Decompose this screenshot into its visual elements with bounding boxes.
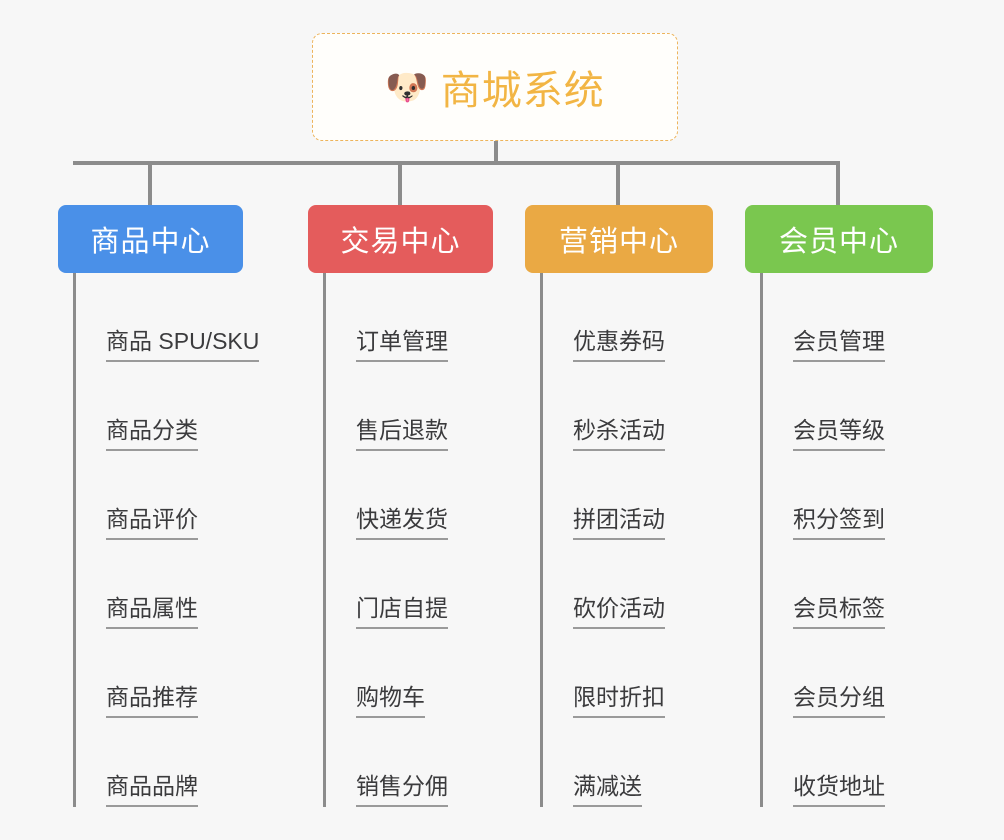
leaf-label: 优惠券码 — [573, 328, 665, 362]
leaf-label: 砍价活动 — [573, 595, 665, 629]
connector-drop-0 — [148, 161, 152, 205]
connector-drop-3 — [836, 161, 840, 205]
leaf-item[interactable]: 商品 SPU/SKU — [73, 273, 260, 362]
leaf-item[interactable]: 商品分类 — [73, 362, 243, 451]
branch-column-3: 会员中心 会员管理 会员等级 积分签到 会员标签 会员分组 收货地址 — [745, 205, 933, 807]
leaf-label: 购物车 — [356, 684, 425, 718]
leaf-label: 门店自提 — [356, 595, 448, 629]
leaf-item[interactable]: 满减送 — [540, 718, 713, 807]
leaf-item[interactable]: 会员分组 — [760, 629, 933, 718]
root-node[interactable]: 🐶 商城系统 — [312, 33, 678, 141]
leaf-item[interactable]: 门店自提 — [323, 540, 493, 629]
leaf-item[interactable]: 拼团活动 — [540, 451, 713, 540]
leaf-label: 秒杀活动 — [573, 417, 665, 451]
branch-header-2[interactable]: 营销中心 — [525, 205, 713, 273]
leaf-item[interactable]: 积分签到 — [760, 451, 933, 540]
branch-header-0[interactable]: 商品中心 — [58, 205, 243, 273]
leaf-item[interactable]: 砍价活动 — [540, 540, 713, 629]
leaf-item[interactable]: 售后退款 — [323, 362, 493, 451]
leaf-item[interactable]: 销售分佣 — [323, 718, 493, 807]
leaf-item[interactable]: 会员等级 — [760, 362, 933, 451]
branch-column-1: 交易中心 订单管理 售后退款 快递发货 门店自提 购物车 销售分佣 — [308, 205, 493, 807]
connector-drop-2 — [616, 161, 620, 205]
leaf-label: 订单管理 — [356, 328, 448, 362]
leaf-item[interactable]: 优惠券码 — [540, 273, 713, 362]
branch-column-0: 商品中心 商品 SPU/SKU 商品分类 商品评价 商品属性 商品推荐 商品品牌 — [58, 205, 260, 807]
branch-items-1: 订单管理 售后退款 快递发货 门店自提 购物车 销售分佣 — [323, 273, 493, 807]
leaf-label: 满减送 — [573, 773, 642, 807]
leaf-label: 商品属性 — [106, 595, 198, 629]
leaf-item[interactable]: 订单管理 — [323, 273, 493, 362]
leaf-item[interactable]: 商品品牌 — [73, 718, 243, 807]
leaf-label: 商品评价 — [106, 506, 198, 540]
leaf-label: 商品 SPU/SKU — [106, 328, 260, 362]
branch-spine-3 — [760, 273, 763, 807]
leaf-label: 收货地址 — [793, 773, 885, 807]
branch-header-label-1: 交易中心 — [340, 226, 461, 258]
branch-header-1[interactable]: 交易中心 — [308, 205, 493, 273]
leaf-label: 拼团活动 — [573, 506, 665, 540]
leaf-item[interactable]: 商品属性 — [73, 540, 243, 629]
connector-horizontal-bar — [73, 161, 839, 165]
leaf-label: 销售分佣 — [356, 773, 448, 807]
leaf-label: 商品分类 — [106, 417, 198, 451]
root-title: 商城系统 — [440, 69, 605, 113]
leaf-item[interactable]: 快递发货 — [323, 451, 493, 540]
leaf-label: 售后退款 — [356, 417, 448, 451]
leaf-item[interactable]: 会员标签 — [760, 540, 933, 629]
branch-spine-0 — [73, 273, 76, 807]
connector-root-stem — [494, 141, 498, 163]
leaf-item[interactable]: 秒杀活动 — [540, 362, 713, 451]
branch-spine-2 — [540, 273, 543, 807]
branch-items-2: 优惠券码 秒杀活动 拼团活动 砍价活动 限时折扣 满减送 — [540, 273, 713, 807]
branch-column-2: 营销中心 优惠券码 秒杀活动 拼团活动 砍价活动 限时折扣 满减送 — [525, 205, 713, 807]
leaf-item[interactable]: 购物车 — [323, 629, 493, 718]
leaf-label: 会员分组 — [793, 684, 885, 718]
leaf-label: 快递发货 — [356, 506, 448, 540]
branch-items-0: 商品 SPU/SKU 商品分类 商品评价 商品属性 商品推荐 商品品牌 — [73, 273, 260, 807]
branch-spine-1 — [323, 273, 326, 807]
leaf-label: 商品品牌 — [106, 773, 198, 807]
leaf-item[interactable]: 限时折扣 — [540, 629, 713, 718]
leaf-item[interactable]: 商品评价 — [73, 451, 243, 540]
leaf-label: 会员标签 — [793, 595, 885, 629]
branch-header-label-0: 商品中心 — [90, 226, 211, 258]
leaf-item[interactable]: 收货地址 — [760, 718, 933, 807]
leaf-label: 积分签到 — [793, 506, 885, 540]
leaf-label: 限时折扣 — [573, 684, 665, 718]
branch-header-label-3: 会员中心 — [778, 226, 899, 258]
leaf-label: 会员等级 — [793, 417, 885, 451]
leaf-label: 会员管理 — [793, 328, 885, 362]
connector-drop-1 — [398, 161, 402, 205]
branch-items-3: 会员管理 会员等级 积分签到 会员标签 会员分组 收货地址 — [760, 273, 933, 807]
branch-header-label-2: 营销中心 — [558, 226, 679, 258]
branch-header-3[interactable]: 会员中心 — [745, 205, 933, 273]
leaf-item[interactable]: 会员管理 — [760, 273, 933, 362]
dog-face-icon: 🐶 — [385, 67, 429, 107]
leaf-label: 商品推荐 — [106, 684, 198, 718]
leaf-item[interactable]: 商品推荐 — [73, 629, 243, 718]
